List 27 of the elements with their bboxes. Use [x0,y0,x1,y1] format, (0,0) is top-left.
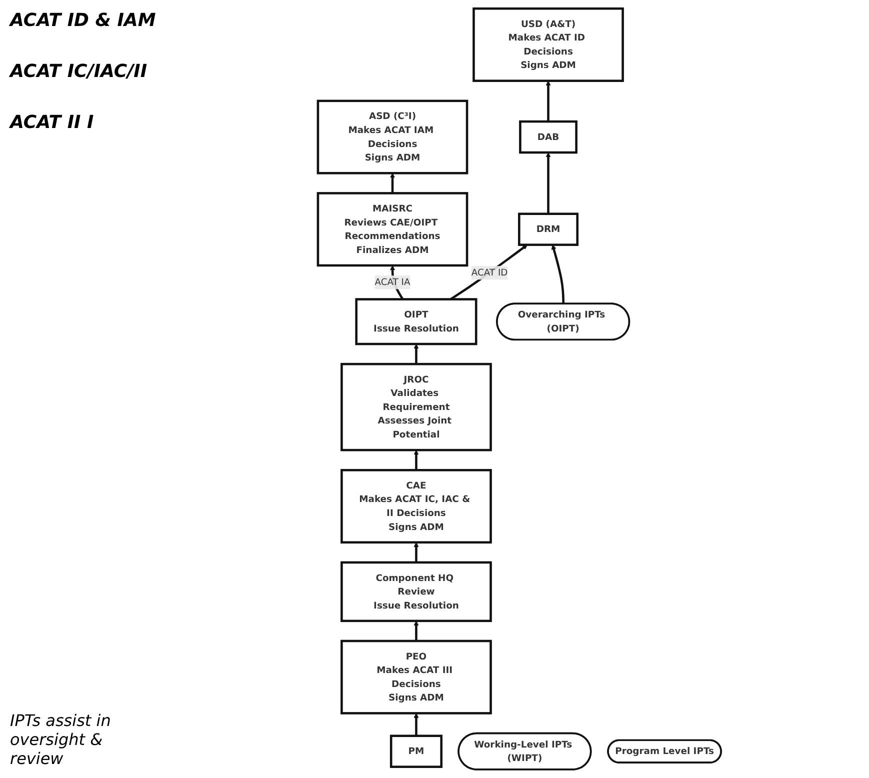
node-box: PEO Makes ACAT III Decisions Signs ADM [340,640,492,714]
node-box: OIPT Issue Resolution [355,298,478,346]
node-box: JROC Validates Requirement Assesses Joint Potential [340,362,492,452]
arrow [390,172,396,194]
edge-label: ACAT ID [471,267,508,278]
arrow [414,450,419,470]
level-label: ACAT II I [10,112,95,133]
note-text: IPTs assist in oversight & review [10,711,112,768]
edge-label: ACAT IA [374,276,410,288]
node-box: CAE Makes ACAT IC, IAC & II Decisions Signs ADM [340,468,492,544]
arrow [546,80,551,122]
node-box: Component HQ Review Issue Resolution [340,561,492,622]
node-box: MAISRC Reviews CAE/OIPT Recommendations Finalizes ADM [316,192,468,267]
arrow [414,344,419,364]
arrow [414,620,419,641]
level-label: ACAT IC/IAC/II [10,61,148,82]
arrow [546,152,551,214]
node-box: DRM [518,212,578,246]
node-box: USD (A&T) Makes ACAT ID Decisions Signs ADM [472,7,624,82]
level-label: ACAT ID & IAM [10,10,157,31]
node-box: PM [390,734,442,768]
arrow [551,244,565,304]
arrow [414,713,419,736]
arrow [450,244,528,300]
node-box: DAB [519,120,578,154]
node-box: ASD (C³I) Makes ACAT IAM Decisions Signs ADM [316,100,468,174]
arrow [414,542,419,562]
